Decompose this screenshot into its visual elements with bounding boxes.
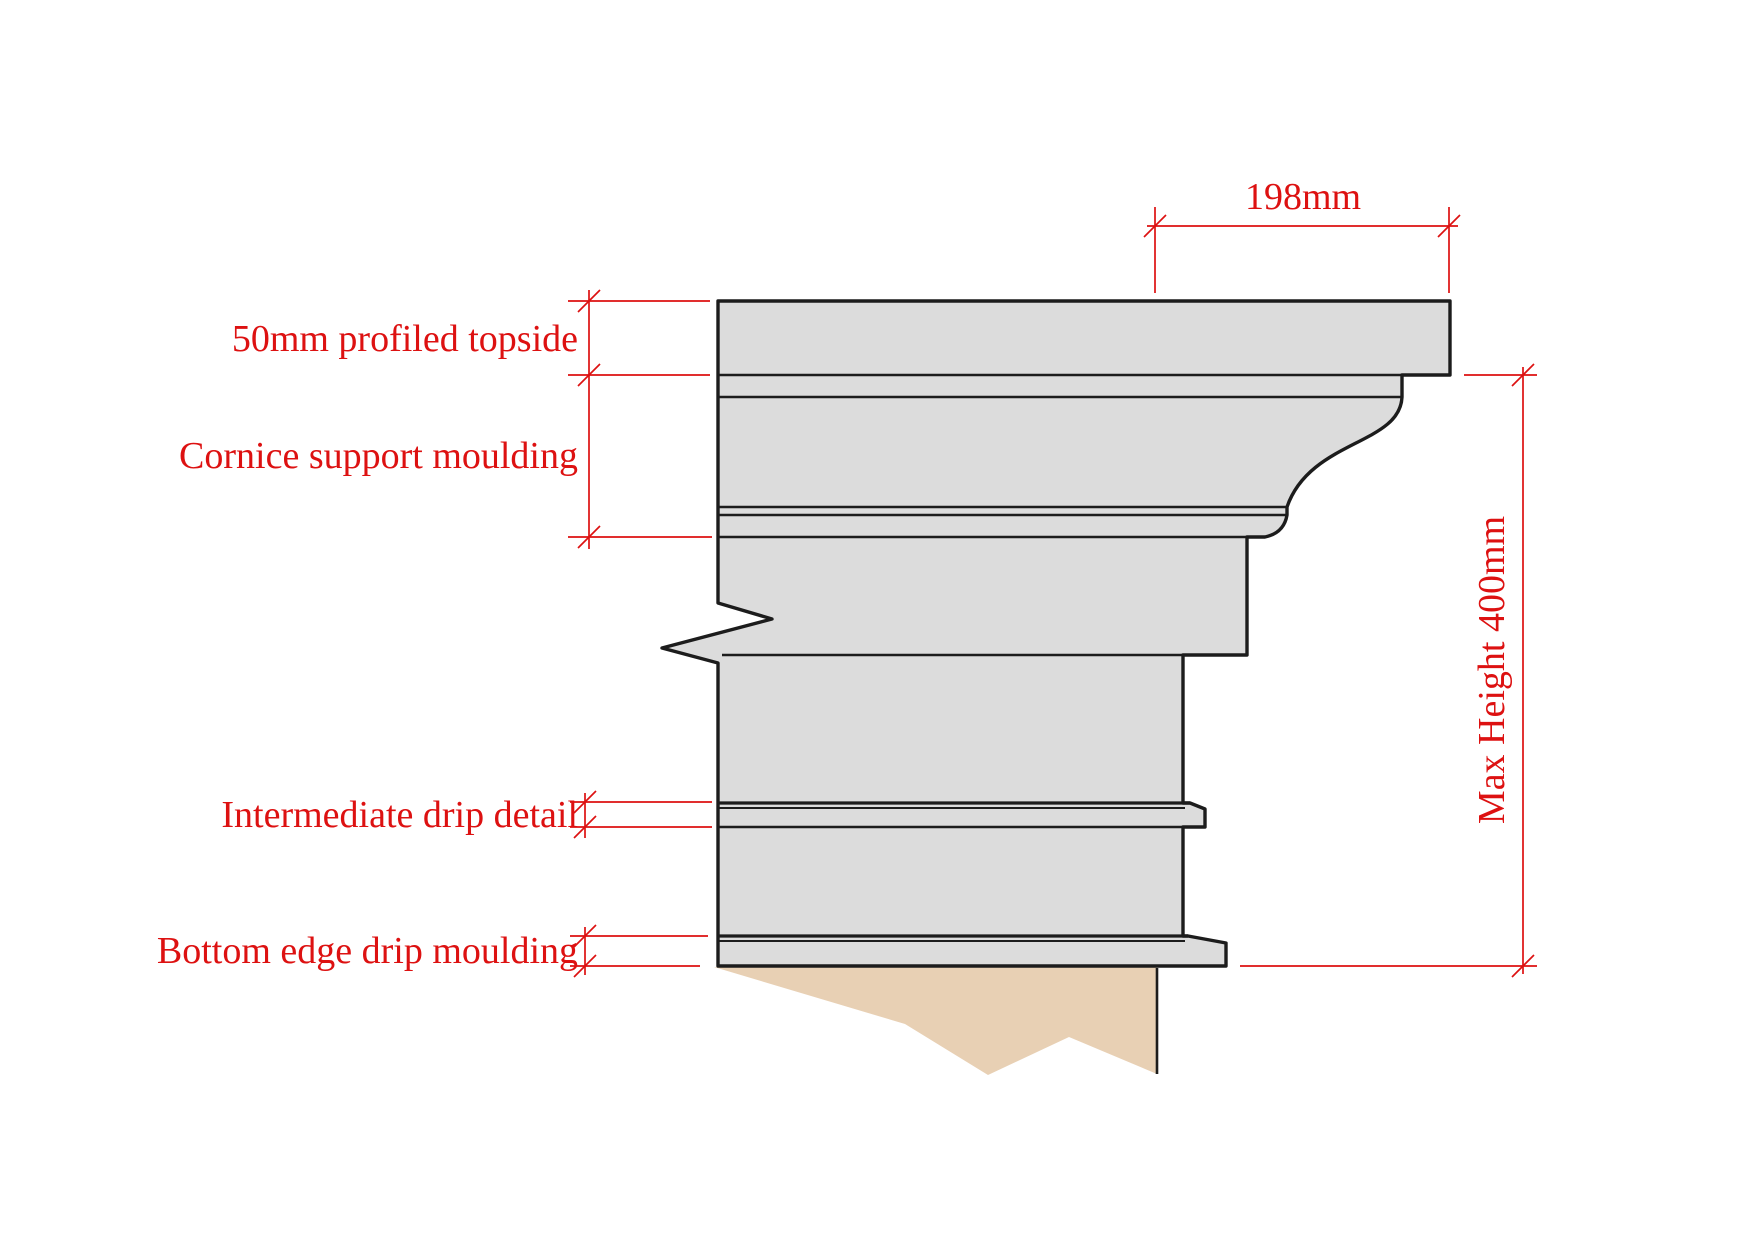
max-height-dimension-label: Max Height 400mm: [1471, 516, 1513, 824]
cornice-profile-shape: [660, 299, 1452, 968]
profile-detail-lines: [718, 373, 1402, 942]
bottom-edge-drip-label: Bottom edge drip moulding: [157, 930, 578, 972]
annotation-lines: [568, 207, 1537, 978]
annotation-texts: 50mm profiled topside Cornice support mo…: [157, 176, 1513, 972]
tick-mark: [577, 525, 601, 549]
wall-section-shape: [714, 967, 1157, 1075]
tick-mark: [1437, 214, 1461, 238]
tick-mark: [573, 924, 597, 948]
tick-mark: [573, 815, 597, 839]
cornice-support-label: Cornice support moulding: [179, 435, 578, 477]
tick-mark: [577, 363, 601, 387]
tick-mark: [573, 790, 597, 814]
width-dimension-label: 198mm: [1245, 176, 1361, 218]
profiled-topside-label: 50mm profiled topside: [232, 318, 578, 360]
tick-mark: [577, 289, 601, 313]
intermediate-drip-label: Intermediate drip detail: [221, 794, 578, 836]
tick-mark: [573, 954, 597, 978]
tick-mark: [1511, 363, 1535, 387]
tick-mark: [1511, 954, 1535, 978]
tick-mark: [1143, 214, 1167, 238]
